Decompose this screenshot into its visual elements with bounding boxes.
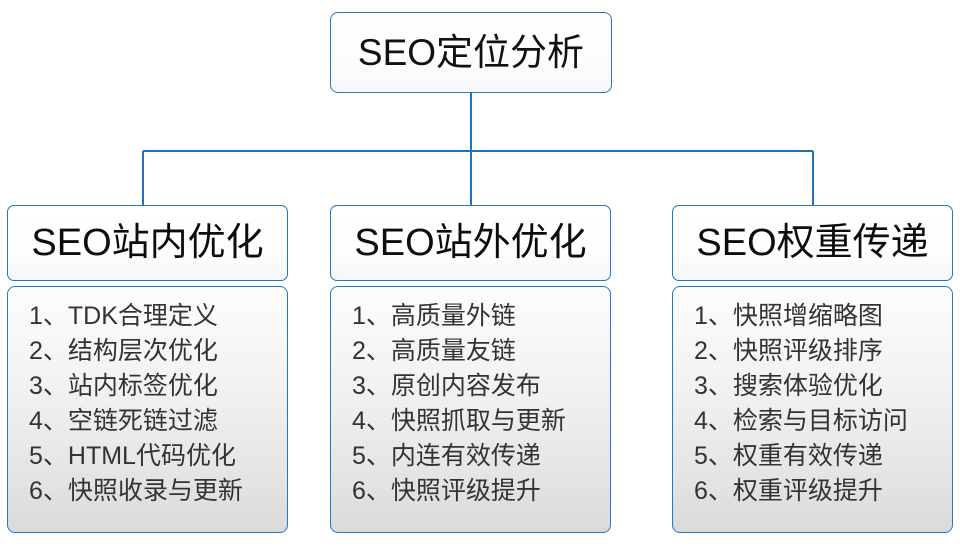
list-item-number: 5、 [694,442,733,470]
list-item-label: 高质量友链 [390,337,516,365]
branch-column-3: SEO权重传递 1、快照增缩略图 2、快照评级排序 3、搜索体验优化 4、检索与… [672,205,953,533]
branch-header-2[interactable]: SEO站外优化 [330,205,611,281]
list-item[interactable]: 4、空链死链过滤 [29,404,287,439]
branch-header-label-2: SEO站外优化 [354,222,587,264]
branch-body-2: 1、高质量外链 2、高质量友链 3、原创内容发布 4、快照抓取与更新 5、内连有… [330,286,611,533]
list-item-label: 快照评级排序 [732,337,883,365]
list-item-number: 6、 [352,477,391,505]
list-item-number: 3、 [694,372,733,400]
list-item[interactable]: 1、快照增缩略图 [694,299,952,334]
list-item-label: 空链死链过滤 [67,407,218,435]
list-item-label: 结构层次优化 [67,337,218,365]
list-item[interactable]: 3、站内标签优化 [29,369,287,404]
list-item[interactable]: 3、原创内容发布 [352,369,610,404]
list-item-number: 4、 [694,407,733,435]
branch-body-3: 1、快照增缩略图 2、快照评级排序 3、搜索体验优化 4、检索与目标访问 5、权… [672,286,953,533]
branch-column-1: SEO站内优化 1、TDK合理定义 2、结构层次优化 3、站内标签优化 4、空链… [7,205,288,533]
list-item-number: 2、 [352,337,391,365]
list-item-number: 6、 [29,477,68,505]
list-item[interactable]: 1、TDK合理定义 [29,299,287,334]
list-item-number: 2、 [29,337,68,365]
list-item-number: 1、 [352,302,391,330]
list-item-number: 5、 [352,442,391,470]
list-item-number: 2、 [694,337,733,365]
list-item-label: 高质量外链 [390,302,516,330]
list-item-label: 搜索体验优化 [732,372,883,400]
list-item-number: 3、 [29,372,68,400]
list-item-label: TDK合理定义 [67,302,218,330]
list-item-label: 原创内容发布 [390,372,541,400]
list-item-number: 6、 [694,477,733,505]
root-node[interactable]: SEO定位分析 [330,12,612,93]
list-item-number: 5、 [29,442,68,470]
list-item[interactable]: 4、检索与目标访问 [694,404,952,439]
list-item-number: 4、 [352,407,391,435]
branch-list-3: 1、快照增缩略图 2、快照评级排序 3、搜索体验优化 4、检索与目标访问 5、权… [673,299,952,509]
list-item-label: 快照收录与更新 [67,477,243,505]
list-item[interactable]: 5、权重有效传递 [694,439,952,474]
branch-list-1: 1、TDK合理定义 2、结构层次优化 3、站内标签优化 4、空链死链过滤 5、H… [8,299,287,509]
list-item[interactable]: 2、快照评级排序 [694,334,952,369]
list-item-label: 站内标签优化 [67,372,218,400]
list-item[interactable]: 5、内连有效传递 [352,439,610,474]
list-item[interactable]: 4、快照抓取与更新 [352,404,610,439]
branch-list-2: 1、高质量外链 2、高质量友链 3、原创内容发布 4、快照抓取与更新 5、内连有… [331,299,610,509]
list-item-number: 1、 [694,302,733,330]
list-item-label: 快照抓取与更新 [390,407,566,435]
list-item-label: 检索与目标访问 [732,407,908,435]
branch-column-2: SEO站外优化 1、高质量外链 2、高质量友链 3、原创内容发布 4、快照抓取与… [330,205,611,533]
list-item-label: 权重有效传递 [732,442,883,470]
branch-header-label-1: SEO站内优化 [31,222,264,264]
list-item-label: HTML代码优化 [67,442,236,470]
list-item[interactable]: 5、HTML代码优化 [29,439,287,474]
list-item[interactable]: 2、高质量友链 [352,334,610,369]
list-item[interactable]: 1、高质量外链 [352,299,610,334]
branch-body-1: 1、TDK合理定义 2、结构层次优化 3、站内标签优化 4、空链死链过滤 5、H… [7,286,288,533]
list-item[interactable]: 3、搜索体验优化 [694,369,952,404]
branch-header-label-3: SEO权重传递 [696,222,929,264]
branch-header-1[interactable]: SEO站内优化 [7,205,288,281]
list-item[interactable]: 6、快照收录与更新 [29,474,287,509]
root-node-label: SEO定位分析 [357,32,585,73]
list-item-label: 权重评级提升 [732,477,883,505]
list-item-label: 内连有效传递 [390,442,541,470]
list-item-label: 快照评级提升 [390,477,541,505]
list-item[interactable]: 6、快照评级提升 [352,474,610,509]
list-item-number: 3、 [352,372,391,400]
list-item[interactable]: 2、结构层次优化 [29,334,287,369]
list-item-number: 1、 [29,302,68,330]
list-item[interactable]: 6、权重评级提升 [694,474,952,509]
list-item-label: 快照增缩略图 [732,302,883,330]
branch-header-3[interactable]: SEO权重传递 [672,205,953,281]
list-item-number: 4、 [29,407,68,435]
